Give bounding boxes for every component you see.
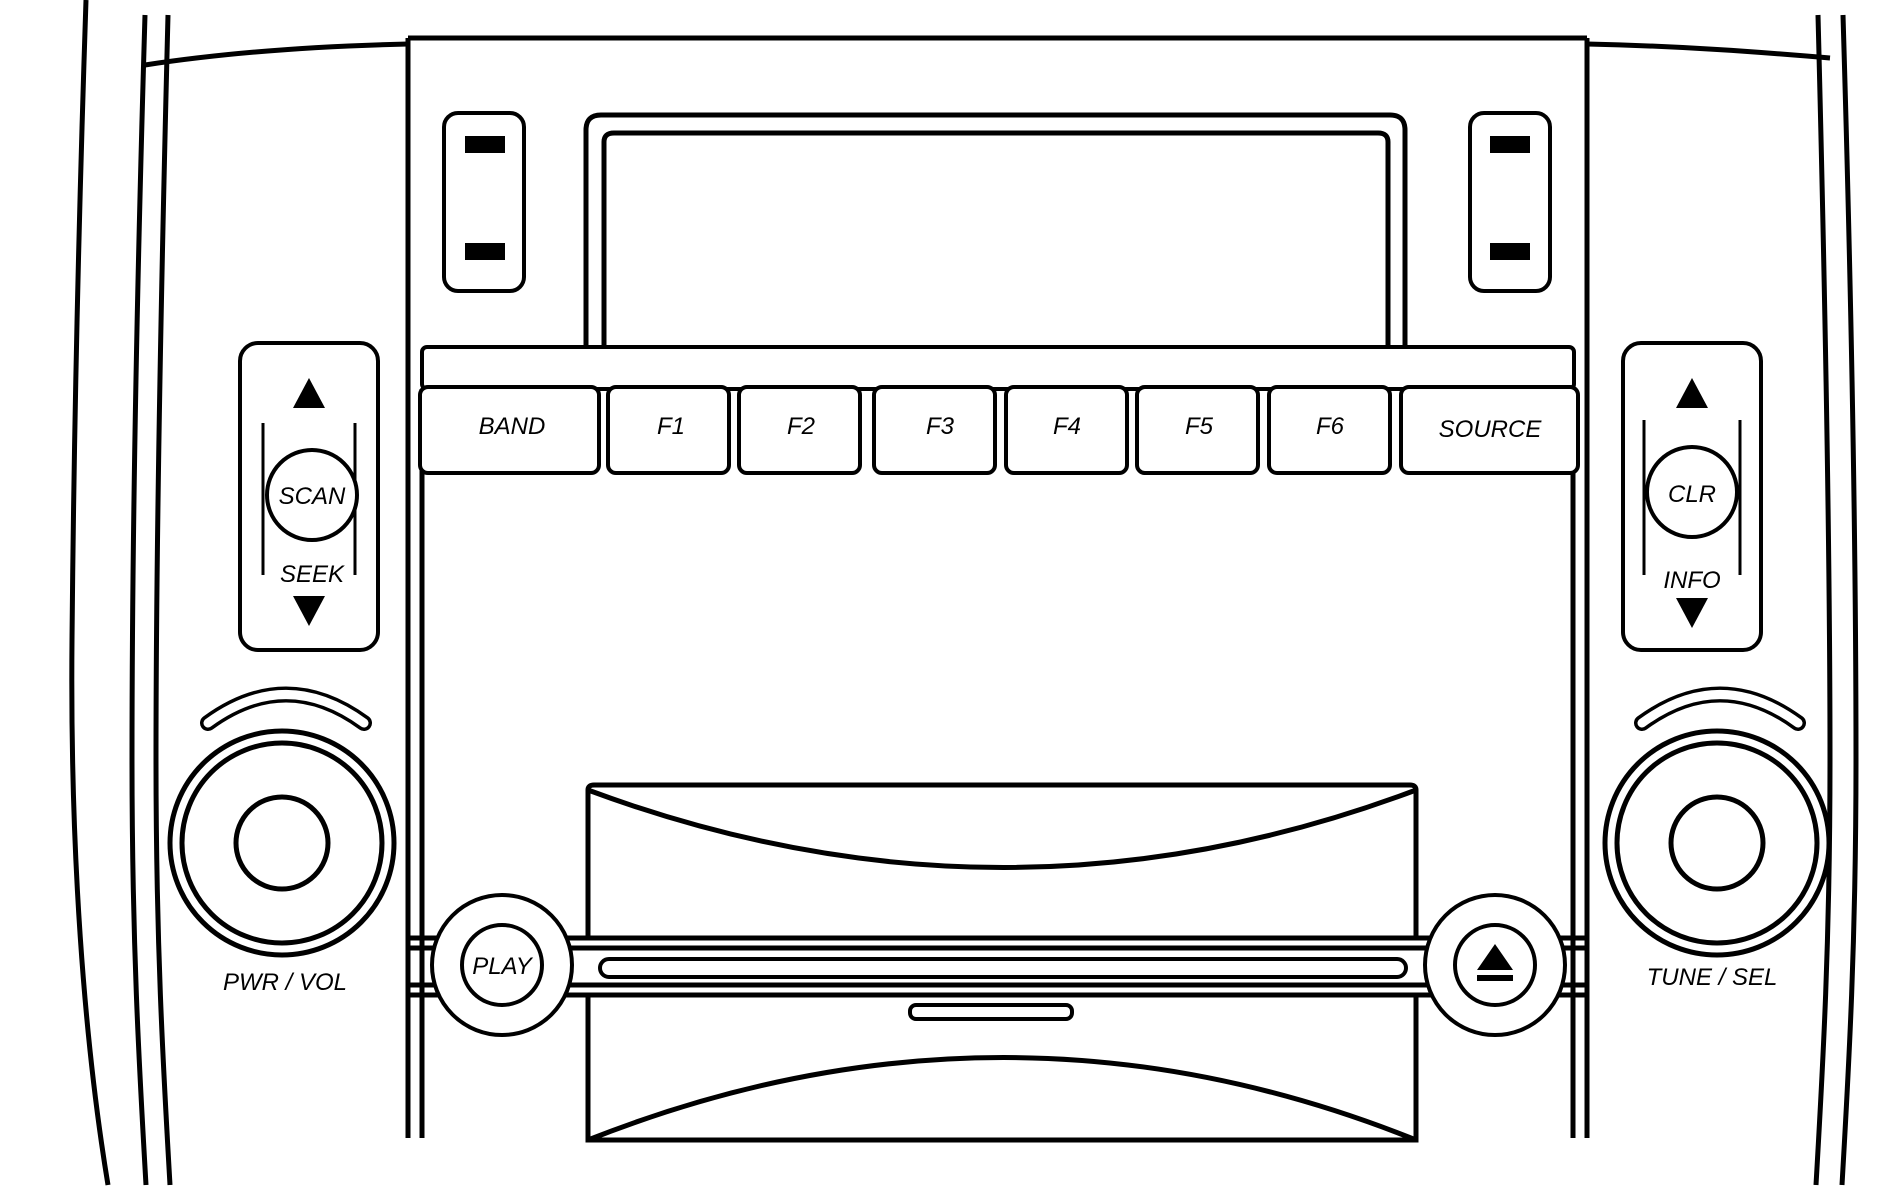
disc-drawer xyxy=(585,782,1419,1143)
info-up-button[interactable] xyxy=(1676,378,1708,408)
disc-drawer-upper-frame xyxy=(585,782,1419,938)
f4-button[interactable]: F4 xyxy=(1004,385,1129,475)
f1-button-label: F1 xyxy=(657,413,685,440)
f2-button[interactable]: F2 xyxy=(737,385,862,475)
seek-scan-rocker: SCAN SEEK xyxy=(238,341,380,652)
play-button-assembly: PLAY xyxy=(430,893,574,1037)
f4-button-label: F4 xyxy=(1053,413,1081,440)
bezel-top-left-curve xyxy=(144,41,409,68)
band-button[interactable]: BAND xyxy=(418,385,601,475)
band-button-label: BAND xyxy=(479,413,546,440)
f3-button[interactable]: F3 xyxy=(872,385,997,475)
info-label: INFO xyxy=(1663,567,1720,594)
scan-button-label: SCAN xyxy=(279,483,346,510)
disc-rail xyxy=(410,935,1587,1021)
preset-button-bar: BAND F1 F2 F3 F4 F5 F6 SOURCE xyxy=(418,345,1580,475)
pwr-vol-knob-outer-ring xyxy=(167,728,397,958)
disc-drawer-lower-curve xyxy=(587,1055,1417,1143)
f5-button-label: F5 xyxy=(1185,413,1214,440)
pwr-vol-knob-ring[interactable] xyxy=(179,740,385,946)
bezel-left-outer-edge xyxy=(69,0,111,1186)
seek-down-button[interactable] xyxy=(293,596,325,626)
play-button-label: PLAY xyxy=(472,953,534,980)
source-button[interactable]: SOURCE xyxy=(1399,385,1580,475)
tune-sel-knob-center[interactable] xyxy=(1668,794,1766,892)
disc-drawer-handle[interactable] xyxy=(908,1003,1074,1021)
bezel-top-right-curve xyxy=(1586,41,1831,61)
scan-button[interactable]: SCAN xyxy=(265,448,359,542)
eject-button-assembly xyxy=(1423,893,1567,1037)
play-button[interactable]: PLAY xyxy=(460,923,544,1007)
clr-info-rocker: CLR INFO xyxy=(1621,341,1763,652)
clr-button-label: CLR xyxy=(1668,481,1716,508)
tune-sel-knob-assembly: TUNE / SEL xyxy=(1602,686,1832,991)
f3-button-label: F3 xyxy=(926,413,955,440)
display-screen xyxy=(583,112,1408,345)
f6-button[interactable]: F6 xyxy=(1267,385,1392,475)
seek-label: SEEK xyxy=(280,561,345,588)
pwr-vol-arc-inner xyxy=(203,690,369,728)
pwr-vol-knob-center[interactable] xyxy=(233,794,331,892)
preset-bar-backing xyxy=(420,345,1576,391)
f6-button-label: F6 xyxy=(1316,413,1345,440)
eject-icon xyxy=(1477,944,1513,981)
disc-drawer-lower-frame xyxy=(585,995,1419,1143)
info-down-button[interactable] xyxy=(1676,598,1708,628)
right-slot-pill xyxy=(1468,111,1552,293)
left-slot-indicator-top xyxy=(465,136,505,153)
center-panel xyxy=(405,35,1590,1138)
bezel-right-edge-2 xyxy=(1839,14,1859,1186)
disc-slot[interactable] xyxy=(598,957,1408,979)
disc-drawer-upper-curve xyxy=(587,787,1417,870)
bezel-left-edge-2 xyxy=(153,14,173,1186)
tune-sel-label: TUNE / SEL xyxy=(1647,964,1778,991)
display-inner-frame xyxy=(601,130,1391,345)
left-slot-pill xyxy=(442,111,526,293)
tune-sel-knob-outer-ring xyxy=(1602,728,1832,958)
pwr-vol-label: PWR / VOL xyxy=(223,969,347,996)
source-button-label: SOURCE xyxy=(1439,416,1543,443)
right-slot-indicator-top xyxy=(1490,136,1530,153)
outer-bezel xyxy=(69,0,1859,1186)
tune-sel-arc-inner xyxy=(1637,690,1803,728)
bezel-right-edge-1 xyxy=(1813,14,1833,1186)
bezel-left-edge-1 xyxy=(129,14,149,1186)
left-slot-indicator-bottom xyxy=(465,243,505,260)
f2-button-label: F2 xyxy=(787,413,815,440)
f1-button[interactable]: F1 xyxy=(606,385,731,475)
eject-button[interactable] xyxy=(1453,923,1537,1007)
seek-up-button[interactable] xyxy=(293,378,325,408)
tune-sel-knob-ring[interactable] xyxy=(1614,740,1820,946)
f5-button[interactable]: F5 xyxy=(1135,385,1260,475)
clr-button[interactable]: CLR xyxy=(1645,445,1739,539)
pwr-vol-knob-assembly: PWR / VOL xyxy=(167,686,397,996)
display-outer-frame xyxy=(583,112,1408,345)
right-slot-indicator-bottom xyxy=(1490,243,1530,260)
